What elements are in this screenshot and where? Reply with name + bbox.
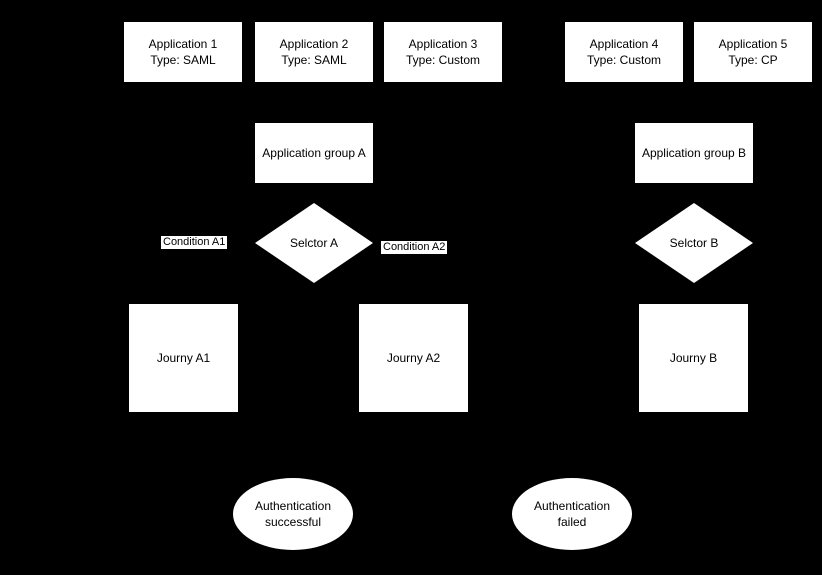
group-node-b-label: Application group B [641,146,747,160]
group-node-b: Application group B [635,123,753,183]
app-node-5: Application 5 Type: CP [694,22,812,82]
app-node-3-name: Application 3 [408,37,478,51]
app-node-3-type: Type: Custom [405,53,481,67]
app-node-5-type: Type: CP [728,53,778,67]
app-node-1-name: Application 1 [148,37,218,51]
journey-node-a1: Journy A1 [129,304,238,412]
outcome-failed-line1: Authentication [533,499,611,513]
outcome-ellipse-failed: Authentication failed [512,478,632,550]
group-node-a-label: Application group A [262,146,366,160]
app-node-4-name: Application 4 [589,37,659,51]
journey-node-a1-label: Journy A1 [156,351,211,365]
app-node-1: Application 1 Type: SAML [124,22,242,82]
condition-label-a2: Condition A2 [381,241,448,254]
outcome-success-line2: successful [264,515,322,529]
app-node-4: Application 4 Type: Custom [565,22,683,82]
selector-diamond-b: Selctor B [635,203,753,283]
app-node-1-type: Type: SAML [150,53,216,67]
outcome-success-line1: Authentication [254,499,332,513]
journey-node-b: Journy B [639,304,748,412]
condition-label-a1: Condition A1 [161,236,228,249]
app-node-2-name: Application 2 [279,37,349,51]
outcome-failed-line2: failed [557,515,587,529]
journey-node-a2-label: Journy A2 [386,351,441,365]
selector-diamond-a-label: Selctor A [289,236,339,250]
journey-node-b-label: Journy B [669,351,718,365]
app-node-2: Application 2 Type: SAML [255,22,373,82]
app-node-2-type: Type: SAML [281,53,347,67]
app-node-3: Application 3 Type: Custom [384,22,502,82]
group-node-a: Application group A [255,123,373,183]
outcome-ellipse-success: Authentication successful [233,478,353,550]
selector-diamond-a: Selctor A [255,203,373,283]
journey-node-a2: Journy A2 [359,304,468,412]
selector-diamond-b-label: Selctor B [669,236,719,250]
app-node-5-name: Application 5 [718,37,788,51]
app-node-4-type: Type: Custom [586,53,662,67]
